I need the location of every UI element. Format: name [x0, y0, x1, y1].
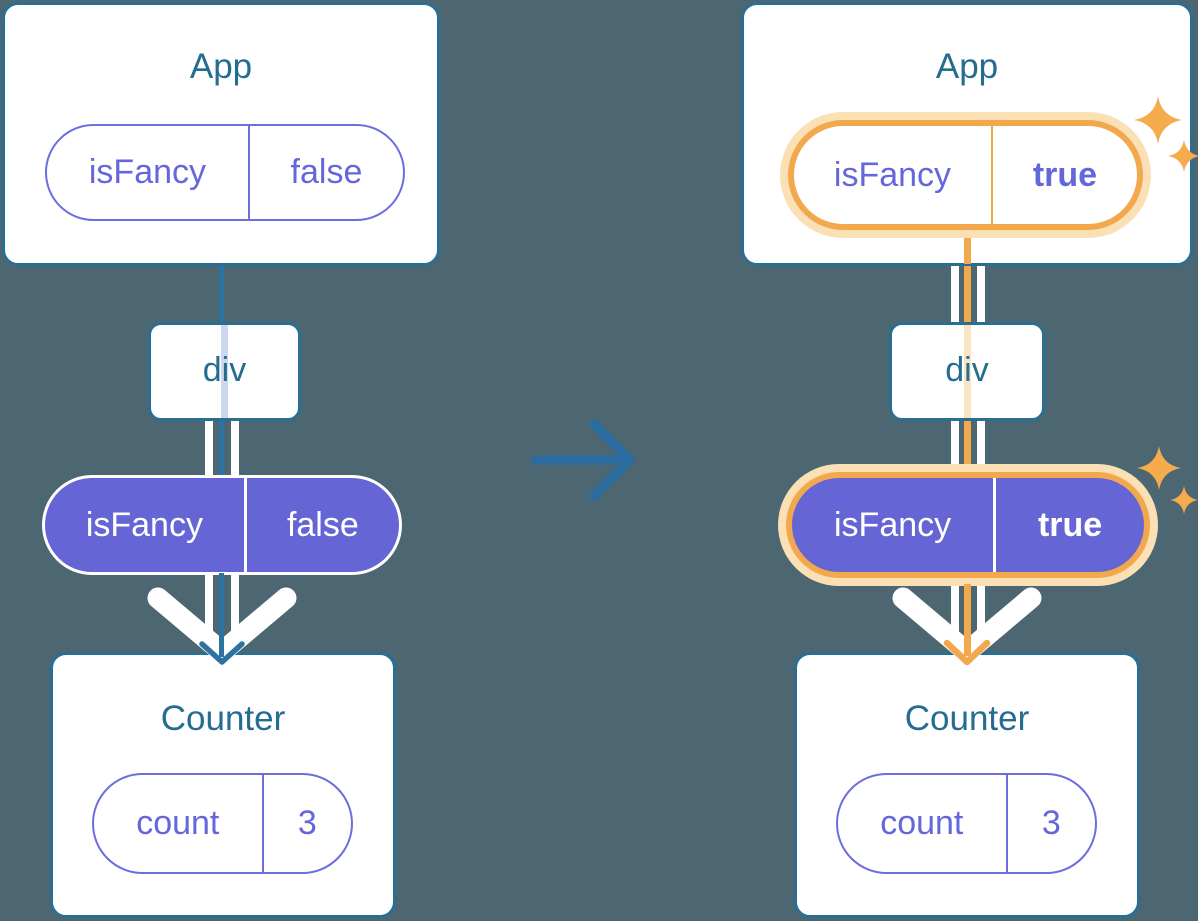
prop-name: isFancy [47, 126, 250, 219]
state-flow-line [219, 573, 224, 657]
prop-value: false [286, 505, 359, 544]
app-title: App [935, 47, 999, 86]
prop-name: isFancy [794, 126, 993, 224]
div-label: div [945, 351, 989, 389]
prop-value: false [290, 153, 363, 191]
state-value: 3 [1041, 804, 1061, 842]
prop-value: true [1037, 505, 1103, 544]
app-prop-pill-highlighted: isFancy true [788, 120, 1143, 230]
flow-arrowhead-icon [943, 639, 991, 666]
passed-prop-pill: isFancy false [42, 475, 402, 575]
prop-flow-line-left [951, 584, 959, 636]
app-card: App isFancy false [2, 2, 440, 266]
flow-arrowhead-icon [199, 641, 245, 665]
before-after-arrow-icon [531, 419, 635, 501]
state-flow-line [219, 419, 224, 477]
line-through-div [963, 325, 971, 418]
div-label: div [202, 351, 247, 389]
updated-prop-flow-line [964, 584, 971, 656]
sparkle-icon [1134, 96, 1198, 172]
prop-flow-line-left [951, 419, 959, 467]
prop-flow-line-right [231, 419, 239, 477]
updated-prop-flow-line [964, 264, 971, 325]
prop-value: true [1032, 155, 1098, 194]
state-name: count [94, 775, 264, 872]
prop-flow-line-right [977, 419, 985, 467]
counter-title: Counter [904, 699, 1030, 738]
counter-title: Counter [160, 699, 286, 738]
app-card: App isFancy true [741, 2, 1193, 266]
counter-state-pill: count 3 [92, 773, 353, 874]
line-through-div [221, 325, 228, 418]
state-value: 3 [297, 804, 317, 842]
app-prop-pill: isFancy false [45, 124, 405, 221]
passed-prop-pill-highlighted: isFancy true [786, 472, 1150, 578]
updated-prop-flow-line [964, 236, 971, 264]
updated-prop-flow-line [964, 419, 971, 467]
counter-card: Counter count 3 [794, 652, 1140, 918]
prop-flow-line-left [951, 264, 959, 325]
prop-flow-line-right [977, 584, 985, 636]
prop-name: isFancy [792, 478, 997, 572]
counter-card: Counter count 3 [50, 652, 396, 918]
prop-flow-line-left [205, 419, 213, 477]
state-name: count [838, 775, 1008, 872]
div-node: div [889, 322, 1045, 421]
app-to-div-line [219, 264, 224, 326]
app-title: App [189, 47, 253, 86]
counter-state-pill: count 3 [836, 773, 1097, 874]
prop-flow-line-right [977, 264, 985, 325]
prop-flow-line-left [205, 573, 213, 635]
sparkle-icon [1137, 446, 1198, 514]
prop-name: isFancy [45, 478, 247, 572]
div-node: div [148, 322, 301, 421]
prop-flow-line-right [231, 573, 239, 635]
